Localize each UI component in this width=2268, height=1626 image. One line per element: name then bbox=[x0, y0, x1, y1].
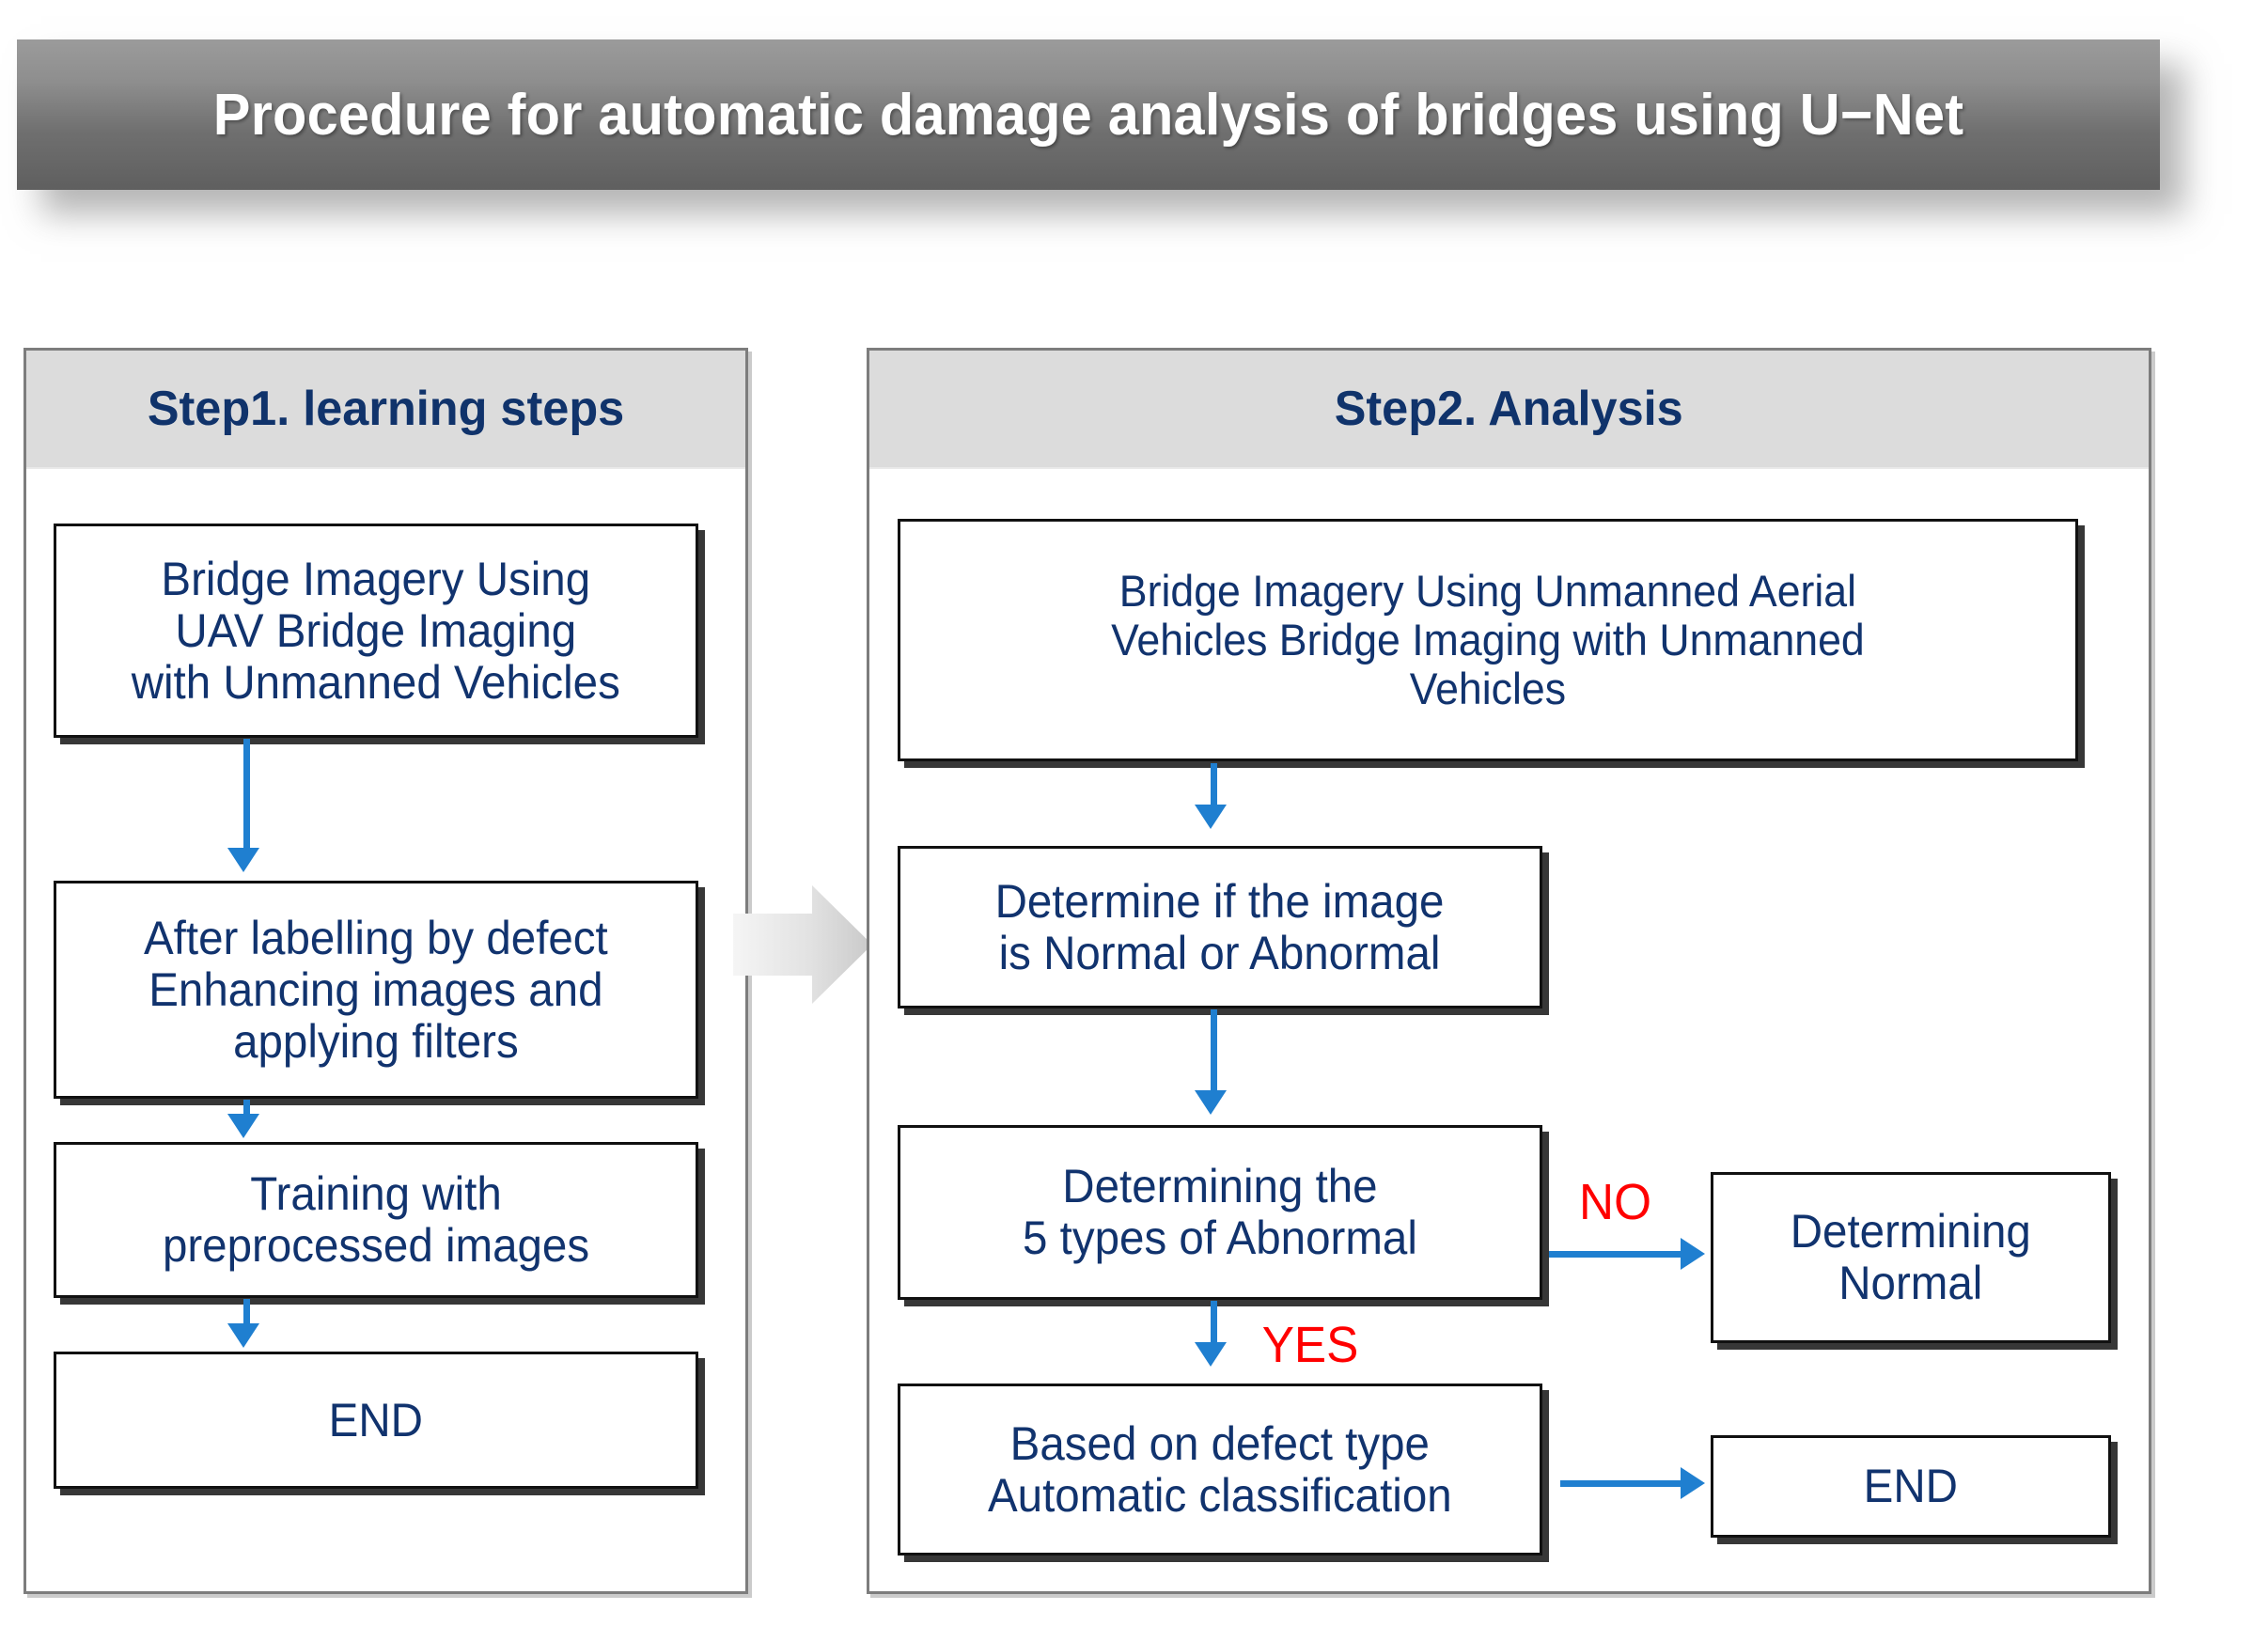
arrow-down-icon-l3-l4 bbox=[227, 1323, 259, 1348]
node-bridge-imagery-unmanned-aerial[interactable]: Bridge Imagery Using Unmanned Aerial Veh… bbox=[898, 519, 2078, 761]
node-label: After labelling by defect Enhancing imag… bbox=[144, 911, 608, 1068]
node-bridge-imagery-uav[interactable]: Bridge Imagery Using UAV Bridge Imaging … bbox=[54, 524, 698, 738]
title-banner: Procedure for automatic damage analysis … bbox=[17, 39, 2160, 190]
connector-no-branch-line bbox=[1549, 1251, 1682, 1258]
connector-l1-l2-line bbox=[243, 739, 250, 848]
arrow-right-icon-no-branch bbox=[1681, 1238, 1705, 1270]
connector-l2-l3-line bbox=[243, 1100, 250, 1118]
arrow-down-icon-l2-l3 bbox=[227, 1114, 259, 1138]
node-determining-normal[interactable]: Determining Normal bbox=[1711, 1172, 2111, 1343]
arrow-right-icon-r4-r6 bbox=[1681, 1467, 1705, 1499]
connector-r4-r6-line bbox=[1560, 1480, 1682, 1487]
node-label: Bridge Imagery Using UAV Bridge Imaging … bbox=[131, 552, 621, 709]
node-determining-5-types-abnormal[interactable]: Determining the 5 types of Abnormal bbox=[898, 1125, 1542, 1300]
node-label: END bbox=[1863, 1460, 1959, 1512]
connector-l3-l4-line bbox=[243, 1299, 250, 1329]
node-label: Determine if the image is Normal or Abno… bbox=[995, 874, 1445, 979]
panel-step2-header: Step2. Analysis bbox=[869, 351, 2149, 469]
node-label: Based on defect type Automatic classific… bbox=[988, 1416, 1452, 1522]
node-label: Determining Normal bbox=[1790, 1205, 2032, 1309]
arrow-down-icon-l1-l2 bbox=[227, 848, 259, 872]
panel-step2-title: Step2. Analysis bbox=[1335, 382, 1683, 436]
node-label: Bridge Imagery Using Unmanned Aerial Veh… bbox=[1111, 566, 1865, 713]
node-automatic-classification[interactable]: Based on defect type Automatic classific… bbox=[898, 1384, 1542, 1556]
connector-r1-r2-line bbox=[1211, 763, 1217, 808]
arrow-down-icon-yes-branch bbox=[1195, 1342, 1227, 1367]
node-determine-normal-abnormal[interactable]: Determine if the image is Normal or Abno… bbox=[898, 846, 1542, 1008]
node-labelling-enhancing[interactable]: After labelling by defect Enhancing imag… bbox=[54, 881, 698, 1099]
page-title: Procedure for automatic damage analysis … bbox=[212, 82, 1964, 148]
right-block-arrow-icon bbox=[733, 885, 872, 1004]
branch-label-no: NO bbox=[1579, 1174, 1651, 1230]
panel-step1-title: Step1. learning steps bbox=[147, 382, 625, 436]
node-label: Determining the 5 types of Abnormal bbox=[1023, 1160, 1417, 1264]
connector-r2-r3-line bbox=[1211, 1009, 1217, 1094]
arrow-down-icon-r2-r3 bbox=[1195, 1090, 1227, 1115]
branch-label-yes: YES bbox=[1261, 1317, 1359, 1373]
node-label: END bbox=[328, 1393, 424, 1446]
arrow-down-icon-r1-r2 bbox=[1195, 805, 1227, 829]
panel-step1-header: Step1. learning steps bbox=[26, 351, 745, 469]
connector-yes-branch-line bbox=[1211, 1301, 1217, 1348]
node-end-step1[interactable]: END bbox=[54, 1352, 698, 1489]
node-label: Training with preprocessed images bbox=[162, 1167, 590, 1272]
node-training-preprocessed[interactable]: Training with preprocessed images bbox=[54, 1142, 698, 1298]
node-end-step2[interactable]: END bbox=[1711, 1435, 2111, 1538]
